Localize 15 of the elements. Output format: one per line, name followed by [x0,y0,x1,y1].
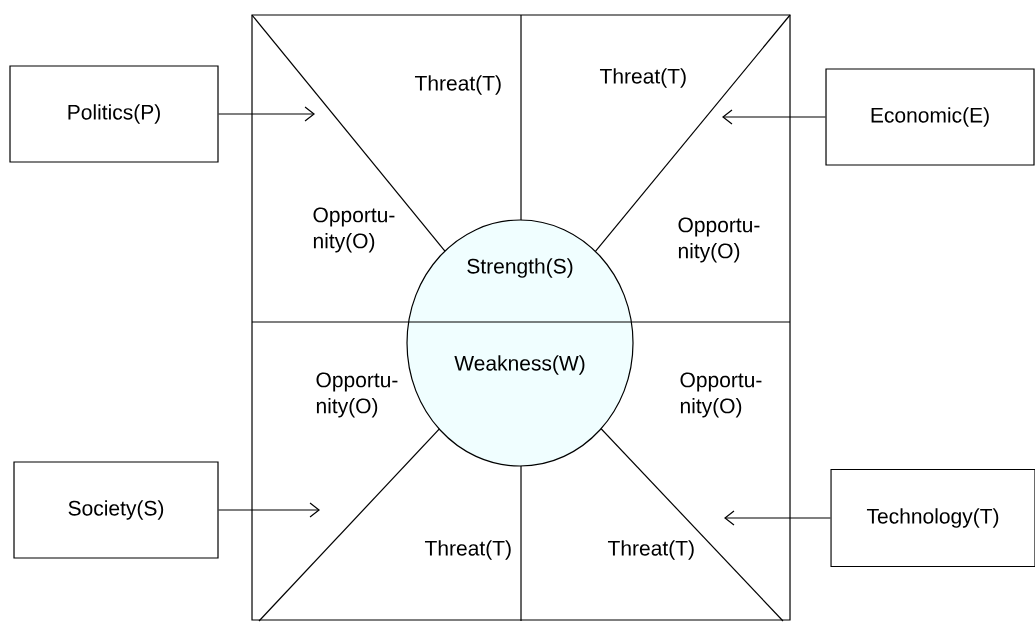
label-box: Technology(T) [830,468,1035,568]
arrow [218,106,315,122]
label-box: Society(S) [13,461,219,559]
label-box: Politics(P) [9,65,219,163]
region-label: Opportu- nity(O) [680,372,762,418]
region-label: Opportu- nity(O) [316,372,398,418]
region-label: Opportu- nity(O) [678,217,760,263]
arrow [218,502,320,518]
region-label: Threat(T) [600,68,686,88]
label-box: Economic(E) [825,68,1035,166]
arrow [722,109,826,125]
arrow [724,510,831,526]
region-label: Threat(T) [608,540,694,560]
region-label: Threat(T) [425,540,511,560]
region-label: Threat(T) [415,75,501,95]
